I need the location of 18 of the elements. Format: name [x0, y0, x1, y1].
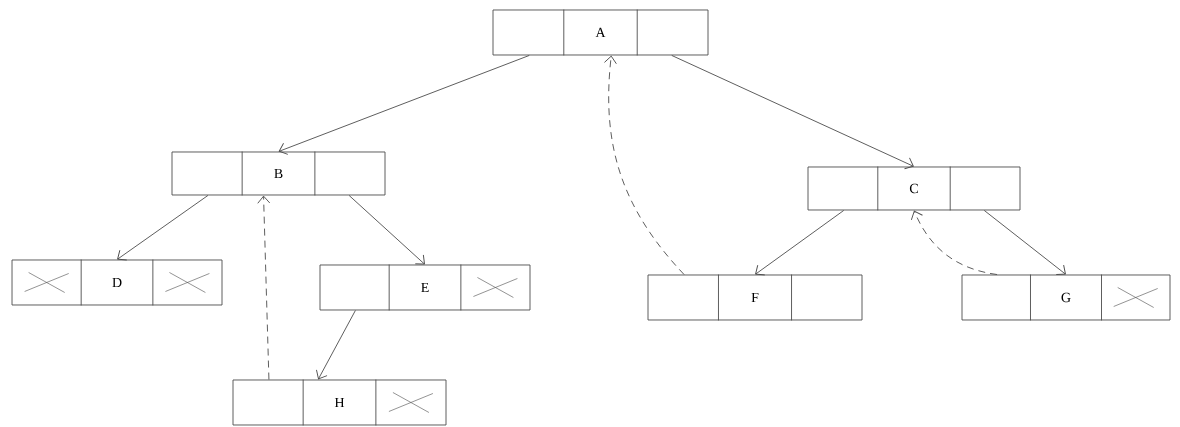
arrow: [604, 55, 685, 275]
arrow: [983, 210, 1066, 275]
arrow: [117, 195, 209, 261]
arrow: [278, 55, 530, 155]
record-box: C: [807, 166, 1021, 211]
arrow: [910, 210, 998, 275]
record-box: B: [171, 151, 386, 196]
record-box: F: [647, 274, 863, 321]
record-box: E: [319, 264, 531, 311]
record-box: H: [232, 379, 447, 426]
arrow: [257, 195, 271, 380]
record-box: A: [492, 9, 709, 56]
record-box: G: [961, 274, 1171, 321]
arrow: [755, 210, 845, 276]
arrow: [348, 195, 425, 265]
record-box: D: [11, 259, 223, 306]
arrow: [316, 310, 356, 380]
arrow: [671, 55, 914, 170]
